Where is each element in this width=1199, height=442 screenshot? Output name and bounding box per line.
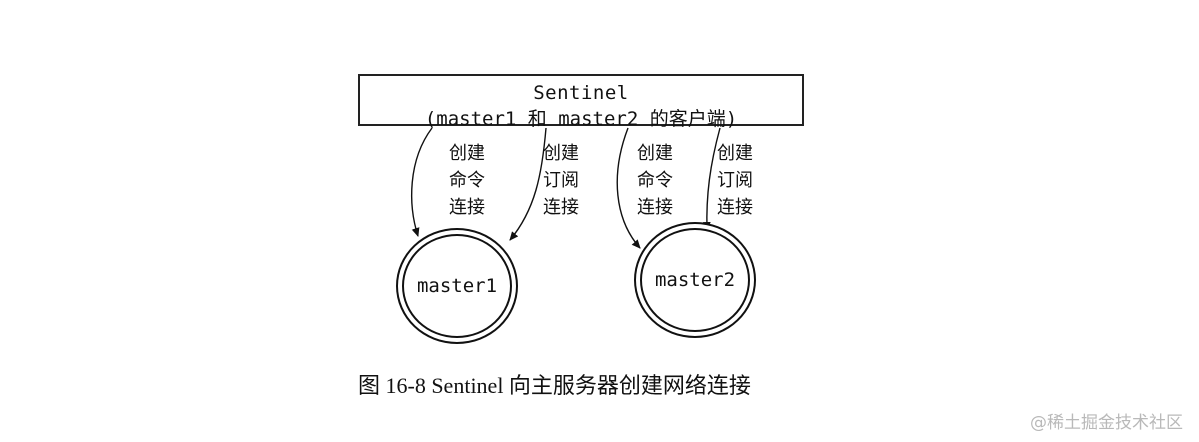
sentinel-subtitle: (master1 和 master2 的客户端)	[424, 108, 738, 130]
connection-label-subscribe-master2: 创建 订阅 连接	[717, 143, 753, 218]
connection-label-command-master2: 创建 命令 连接	[637, 143, 673, 218]
watermark: @稀土掘金技术社区	[1030, 413, 1183, 433]
arrow-subscribe-master2	[702, 127, 721, 231]
master2-label: master2	[654, 269, 736, 291]
connection-label-command-master1: 创建 命令 连接	[449, 143, 485, 218]
figure-caption: 图 16-8 Sentinel 向主服务器创建网络连接	[358, 373, 751, 398]
arrow-command-master2	[616, 127, 641, 249]
master2-node: master2	[634, 222, 756, 338]
connection-label-subscribe-master1: 创建 订阅 连接	[543, 143, 579, 218]
sentinel-title: Sentinel	[533, 82, 629, 104]
master1-node: master1	[396, 228, 518, 344]
sentinel-box: Sentinel (master1 和 master2 的客户端)	[358, 74, 804, 130]
master1-label: master1	[416, 275, 498, 297]
arrow-subscribe-master1	[509, 127, 547, 241]
arrow-command-master1	[411, 127, 433, 237]
